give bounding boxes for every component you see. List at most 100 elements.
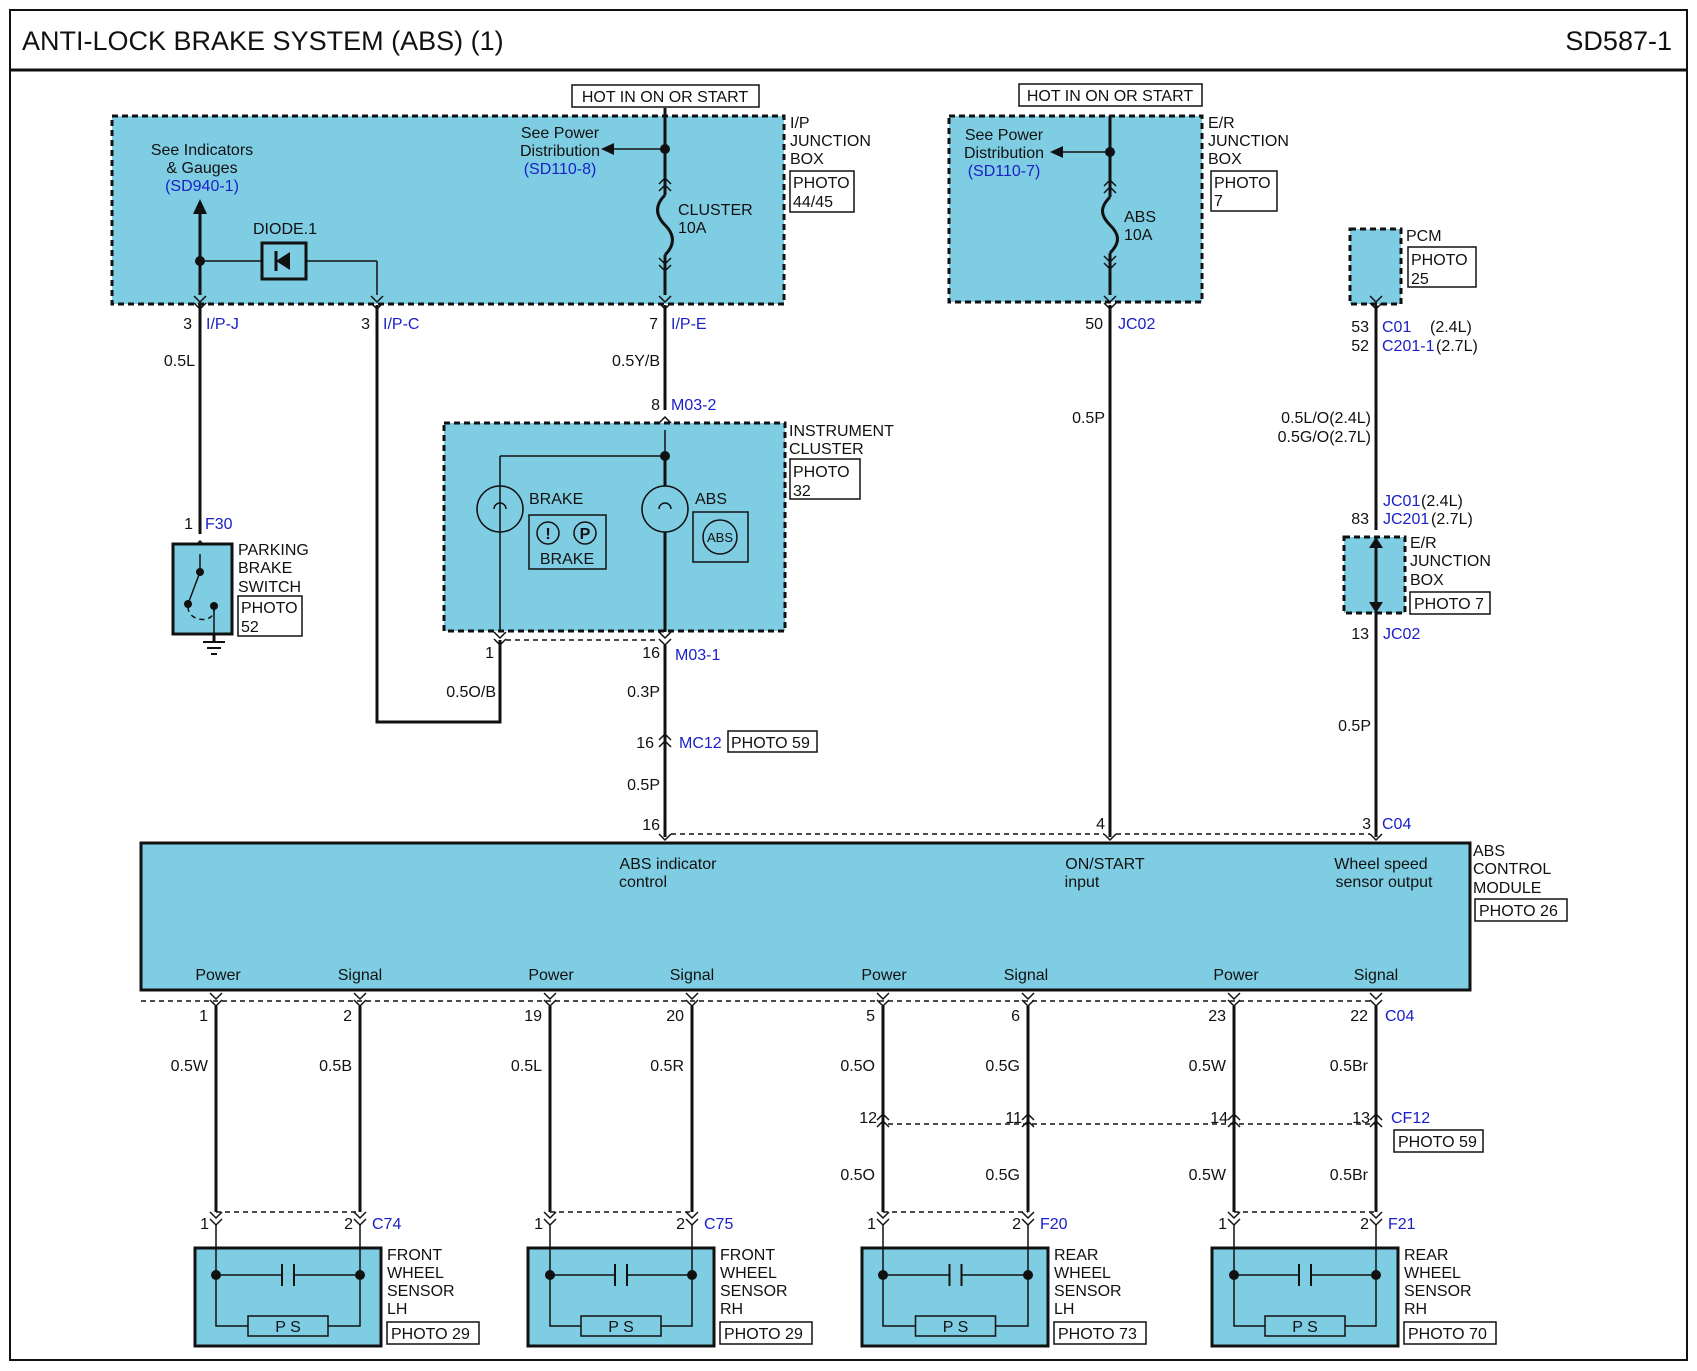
module-pin-function: Power bbox=[1213, 967, 1259, 984]
connector-photo: PHOTO 59 bbox=[731, 735, 810, 752]
pin-number: 2 bbox=[1012, 1216, 1021, 1233]
pin-number: 16 bbox=[636, 735, 654, 752]
er-photo: PHOTO 7 bbox=[1414, 596, 1484, 613]
sensor-body bbox=[1210, 1246, 1400, 1348]
connector-id: C74 bbox=[372, 1216, 401, 1233]
connector-id: JC02 bbox=[1383, 626, 1420, 643]
wire-color: 0.5O/B bbox=[446, 684, 496, 701]
module-pin-function: Signal bbox=[338, 967, 382, 984]
pin-number: 16 bbox=[642, 645, 660, 662]
pin-number: 52 bbox=[1351, 338, 1369, 355]
pin-number: 1 bbox=[199, 1008, 208, 1025]
connector-note: (2.4L) bbox=[1421, 493, 1463, 510]
sensor-name: WHEEL bbox=[387, 1265, 444, 1282]
pin-number: 2 bbox=[676, 1216, 685, 1233]
abs-label: ABS bbox=[695, 491, 727, 508]
wire-color: 0.5R bbox=[650, 1058, 684, 1075]
pin-number: 13 bbox=[1352, 1110, 1370, 1127]
pin-number: 1 bbox=[184, 516, 193, 533]
wire-color: 0.5G bbox=[985, 1058, 1020, 1075]
see-indicators-ref[interactable]: (SD940-1) bbox=[165, 178, 239, 195]
ip-hot-label-box bbox=[571, 84, 760, 108]
er-box-name: BOX bbox=[1410, 572, 1444, 589]
brake-warning-icon bbox=[536, 521, 560, 545]
pin-number: 53 bbox=[1351, 319, 1369, 336]
instrument-cluster: 8 M03-2 INSTRUMENT CLUSTER PHOTO 32 BRAK… bbox=[442, 397, 894, 664]
pin-number: 13 bbox=[1351, 626, 1369, 643]
fuse-rating: 10A bbox=[678, 220, 707, 237]
sensor-name: REAR bbox=[1054, 1247, 1098, 1264]
see-indicators-text: & Gauges bbox=[166, 160, 237, 177]
wire-color: 0.5Y/B bbox=[612, 353, 660, 370]
connector-id: JC201 bbox=[1383, 511, 1429, 528]
module-name: ABS bbox=[1473, 843, 1505, 860]
see-power-ref[interactable]: (SD110-7) bbox=[968, 163, 1041, 180]
pin-number: 19 bbox=[524, 1008, 542, 1025]
fuse-icon bbox=[1101, 195, 1119, 255]
connector-id: JC01 bbox=[1383, 493, 1420, 510]
module-pin-function: Signal bbox=[1354, 967, 1398, 984]
cluster-photo: 32 bbox=[793, 483, 811, 500]
sensor-body bbox=[193, 1246, 383, 1348]
connector-id: I/P-E bbox=[671, 316, 707, 333]
module-function: input bbox=[1065, 874, 1100, 891]
pin-number: 11 bbox=[1005, 1110, 1022, 1127]
see-power-text: Distribution bbox=[520, 143, 600, 160]
module-pin-function: Signal bbox=[670, 967, 714, 984]
abs-symbol-text: ABS bbox=[707, 530, 733, 545]
wire bbox=[375, 305, 502, 724]
pin-number: 22 bbox=[1350, 1008, 1368, 1025]
ip-photo: PHOTO bbox=[793, 175, 850, 192]
ip-hot-label: HOT IN ON OR START bbox=[582, 89, 748, 106]
switch-name: BRAKE bbox=[238, 560, 292, 577]
connector-note: (2.7L) bbox=[1436, 338, 1478, 355]
connector-id: C04 bbox=[1385, 1008, 1414, 1025]
connector-id: C201-1 bbox=[1382, 338, 1435, 355]
wire-color: 0.5W bbox=[171, 1058, 209, 1075]
switch-name: PARKING bbox=[238, 542, 309, 559]
pin-number: 3 bbox=[1362, 816, 1371, 833]
connector-id: F21 bbox=[1388, 1216, 1416, 1233]
pin-number: 4 bbox=[1096, 816, 1105, 833]
module-function: ON/START bbox=[1065, 856, 1145, 873]
er-photo: 7 bbox=[1214, 193, 1223, 210]
see-power-ref[interactable]: (SD110-8) bbox=[524, 161, 597, 178]
pin-number: 20 bbox=[666, 1008, 684, 1025]
abs-control-module: 16 4 3 C04 ABS CONTROL MODULE PHOTO 26 A… bbox=[139, 816, 1568, 1025]
switch-photo: PHOTO bbox=[241, 600, 298, 617]
fuse-rating: 10A bbox=[1124, 227, 1153, 244]
sensor-body bbox=[860, 1246, 1050, 1348]
connector-id: CF12 bbox=[1391, 1110, 1430, 1127]
sensor-name: WHEEL bbox=[1054, 1265, 1111, 1282]
pcm-photo: 25 bbox=[1411, 271, 1429, 288]
connector-id: I/P-C bbox=[383, 316, 419, 333]
cf12-connector: CF12 PHOTO 59 bbox=[888, 1110, 1484, 1153]
module-photo: PHOTO 26 bbox=[1479, 903, 1558, 920]
pin-number: 2 bbox=[1360, 1216, 1369, 1233]
pin-number: 5 bbox=[866, 1008, 875, 1025]
svg-text:P: P bbox=[580, 526, 591, 543]
er-box-name: JUNCTION bbox=[1410, 553, 1491, 570]
ip-photo: 44/45 bbox=[793, 194, 833, 211]
connector-id: MC12 bbox=[679, 735, 722, 752]
er-box-name: E/R bbox=[1410, 535, 1437, 552]
module-function: sensor output bbox=[1336, 874, 1434, 891]
wire-color: 0.5O bbox=[840, 1058, 875, 1075]
module-pin-function: Power bbox=[528, 967, 574, 984]
see-power-text: See Power bbox=[521, 125, 600, 142]
pin-number: 1 bbox=[485, 645, 494, 662]
module-pin-function: Signal bbox=[1004, 967, 1048, 984]
er-box-name: BOX bbox=[1208, 151, 1242, 168]
pin-number: 3 bbox=[183, 316, 192, 333]
wire-color: 0.5B bbox=[319, 1058, 352, 1075]
connector-id: C75 bbox=[704, 1216, 733, 1233]
pin-number: 1 bbox=[534, 1216, 543, 1233]
cluster-name: CLUSTER bbox=[789, 441, 864, 458]
module-name: CONTROL bbox=[1473, 861, 1551, 878]
brake-symbol-text: BRAKE bbox=[540, 551, 594, 568]
sensor-photo: PHOTO 70 bbox=[1408, 1326, 1487, 1343]
sensor-name: WHEEL bbox=[720, 1265, 777, 1282]
